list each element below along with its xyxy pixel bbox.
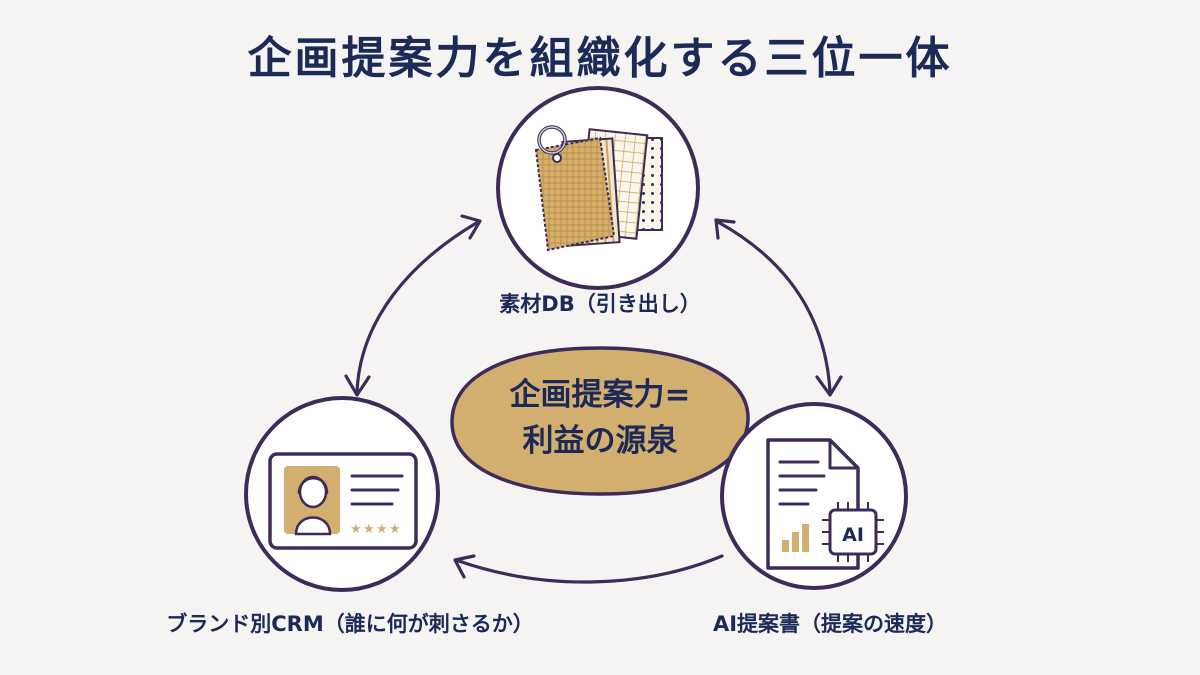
rating-star: ★ xyxy=(363,522,375,537)
node-label-brand-crm: ブランド別CRM（誰に何が刺さるか） xyxy=(166,612,534,636)
rating-star: ★ xyxy=(350,522,362,537)
center-blob xyxy=(450,346,750,496)
arrow-db-ai xyxy=(716,220,832,394)
cycle-arrows xyxy=(344,214,843,584)
ai-chip xyxy=(828,508,878,556)
fabric-swatch-icon xyxy=(534,125,663,252)
ai-chip-text: AI xyxy=(842,524,864,546)
rating-star: ★ xyxy=(389,522,401,537)
rating-star: ★ xyxy=(376,522,388,537)
customer-profile-card-icon: ★ ★ ★ ★ xyxy=(268,452,418,550)
ai-document-icon: AI xyxy=(766,438,884,570)
center-line-1: 企画提案力= xyxy=(509,377,691,413)
center-line-2: 利益の源泉 xyxy=(522,423,678,459)
page-title: 企画提案力を組織化する三位一体 xyxy=(247,33,953,84)
arrow-db-crm xyxy=(355,220,480,394)
node-label-ai-proposal: AI提案書（提案の速度） xyxy=(712,612,948,636)
rating-stars: ★ ★ ★ ★ xyxy=(350,522,401,537)
arrow-ai-crm xyxy=(454,554,724,584)
node-label-material-db: 素材DB（引き出し） xyxy=(499,292,701,316)
center-message: 企画提案力= 利益の源泉 xyxy=(455,372,745,464)
